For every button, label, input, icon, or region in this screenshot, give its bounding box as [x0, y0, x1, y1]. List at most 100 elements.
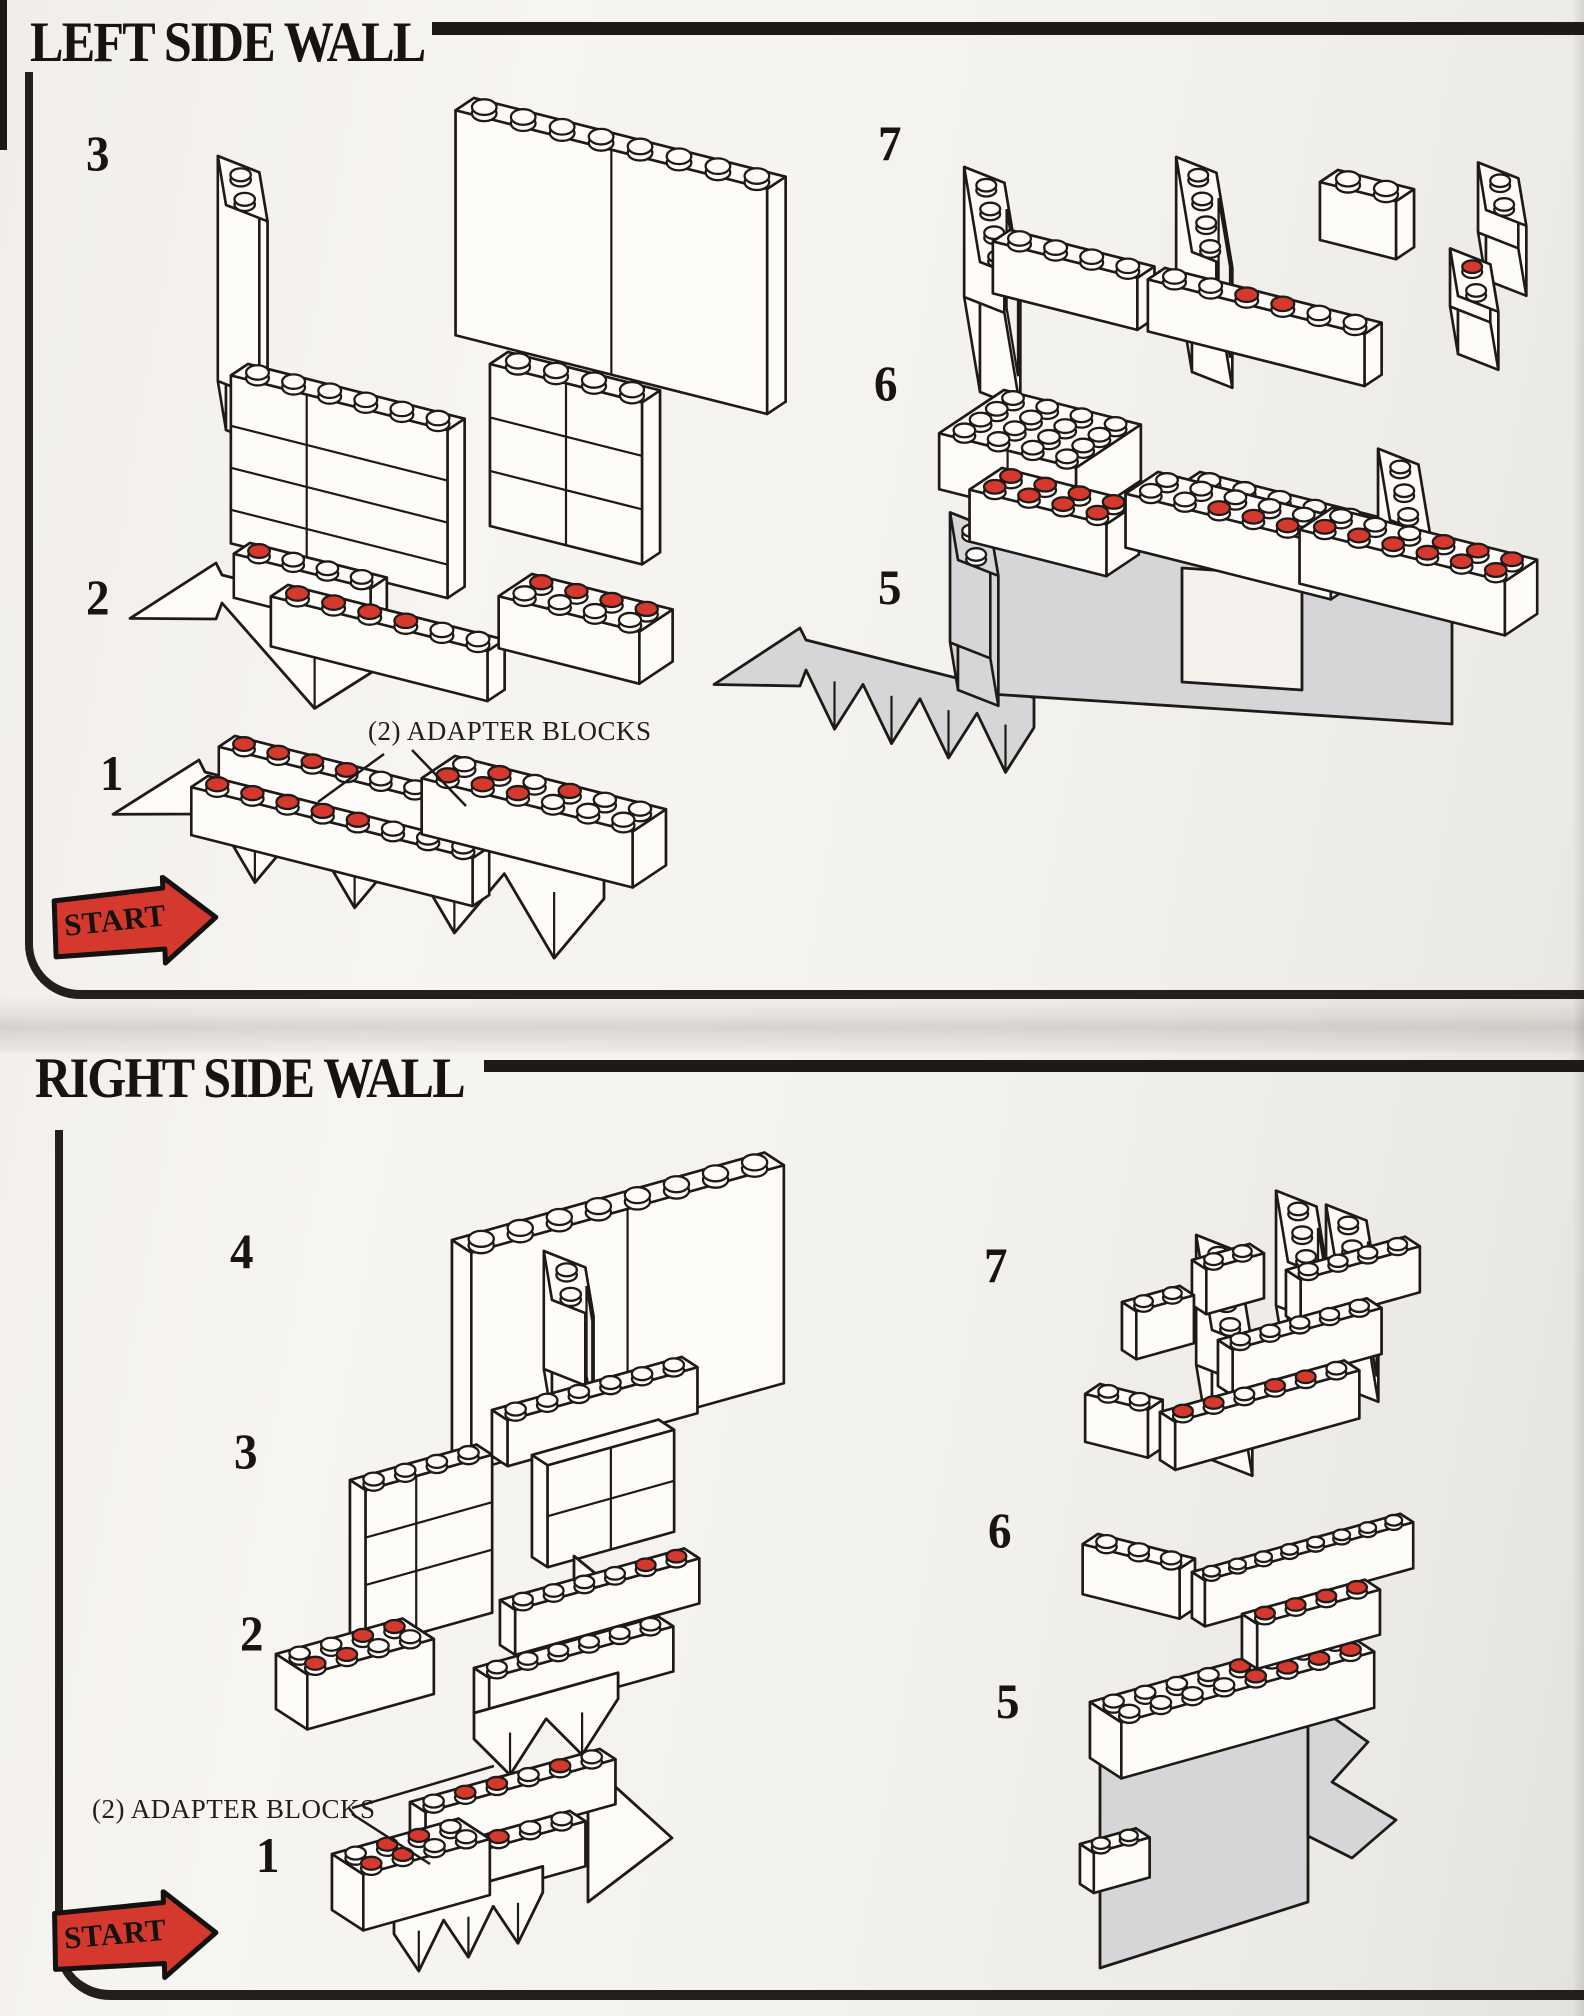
left-side-wall-title: LEFT SIDE WALL — [30, 11, 426, 74]
white-stud — [984, 400, 1009, 417]
white-stud — [1191, 191, 1214, 207]
white-stud — [1149, 1694, 1173, 1711]
white-stud — [422, 1793, 445, 1809]
white-stud — [599, 1374, 622, 1391]
white-stud — [662, 1357, 686, 1373]
white-stud — [626, 137, 654, 156]
white-stud — [380, 820, 406, 837]
red-stud — [1202, 1395, 1225, 1410]
white-stud — [512, 585, 537, 602]
red-stud — [1431, 533, 1456, 550]
white-stud — [1159, 1550, 1183, 1566]
white-stud — [1138, 482, 1163, 499]
white-stud — [281, 373, 307, 390]
white-stud — [244, 364, 271, 381]
white-stud — [1115, 257, 1141, 275]
red-stud — [1253, 1605, 1276, 1621]
red-stud — [557, 782, 582, 800]
white-stud — [1291, 506, 1316, 523]
brick-face-top — [1190, 1512, 1415, 1582]
white-stud — [1001, 390, 1025, 407]
red-stud — [1244, 1668, 1268, 1684]
white-stud — [1306, 1535, 1326, 1549]
white-stud — [367, 1637, 390, 1654]
white-stud — [454, 1829, 478, 1845]
white-stud — [979, 201, 1002, 217]
white-stud — [1117, 1703, 1141, 1719]
red-stud — [345, 811, 371, 828]
white-stud — [504, 1401, 527, 1417]
white-stud — [1389, 459, 1412, 475]
red-stud — [1345, 1579, 1369, 1595]
white-stud — [315, 560, 340, 577]
white-stud — [986, 431, 1011, 448]
white-stud — [1128, 1391, 1151, 1407]
left-wall-step-3-number: 3 — [86, 125, 110, 181]
white-stud — [567, 1383, 591, 1399]
brick-face-top — [991, 228, 1156, 280]
red-stud — [982, 478, 1007, 495]
white-stud — [1289, 1315, 1311, 1330]
white-stud — [1161, 1286, 1183, 1301]
white-stud — [545, 1207, 574, 1227]
left-wall-step-2-number: 2 — [86, 569, 110, 625]
white-stud — [665, 147, 693, 166]
white-stud — [1493, 197, 1516, 212]
white-stud — [1187, 167, 1210, 183]
white-stud — [580, 1749, 604, 1765]
brick-face-top — [450, 1151, 786, 1254]
red-stud — [548, 1758, 572, 1774]
brick-edge — [230, 466, 448, 524]
white-stud — [1295, 1249, 1318, 1264]
white-stud — [559, 1286, 583, 1302]
red-stud — [505, 784, 531, 802]
red-stud — [321, 594, 347, 611]
red-stud — [351, 1627, 375, 1643]
brick-edge — [365, 1548, 493, 1587]
white-stud — [288, 1645, 311, 1661]
page-edge-shadow — [1572, 0, 1584, 2016]
white-stud — [1334, 170, 1362, 188]
red-stud — [634, 600, 659, 618]
white-stud — [575, 802, 601, 820]
white-stud — [451, 756, 477, 773]
white-stud — [548, 117, 576, 136]
white-stud — [1189, 480, 1214, 497]
red-stud — [1449, 553, 1474, 570]
white-stud — [592, 791, 618, 808]
white-stud — [1219, 1317, 1242, 1332]
white-stud — [368, 770, 393, 787]
white-stud — [1223, 489, 1248, 506]
white-stud — [580, 371, 608, 389]
white-stud — [1127, 1542, 1151, 1558]
white-stud — [423, 1837, 446, 1854]
brick-face-top — [488, 350, 662, 404]
red-stud — [1270, 295, 1296, 313]
red-stud — [1051, 496, 1076, 513]
red-stud — [634, 1557, 657, 1573]
white-stud — [1165, 1675, 1189, 1691]
white-stud — [1055, 448, 1079, 465]
white-stud — [1198, 277, 1224, 294]
white-stud — [627, 800, 653, 817]
white-stud — [1079, 248, 1105, 266]
white-stud — [1327, 1253, 1349, 1269]
white-stud — [319, 1636, 343, 1652]
red-stud — [1207, 500, 1232, 517]
white-stud — [353, 391, 379, 409]
white-stud — [550, 1811, 574, 1827]
white-stud — [517, 1766, 540, 1783]
white-stud — [1297, 1261, 1319, 1277]
white-stud — [611, 811, 636, 828]
red-stud — [485, 1775, 509, 1791]
white-stud — [1318, 1306, 1341, 1322]
right-wall-step-1-number: 1 — [256, 1827, 280, 1883]
white-stud — [1257, 497, 1282, 514]
red-stud — [1241, 508, 1266, 525]
brick-edge — [230, 424, 448, 482]
brick-face-top — [530, 1418, 676, 1467]
leader-line — [317, 752, 385, 804]
left-side-wall-panel-border — [25, 72, 1584, 999]
